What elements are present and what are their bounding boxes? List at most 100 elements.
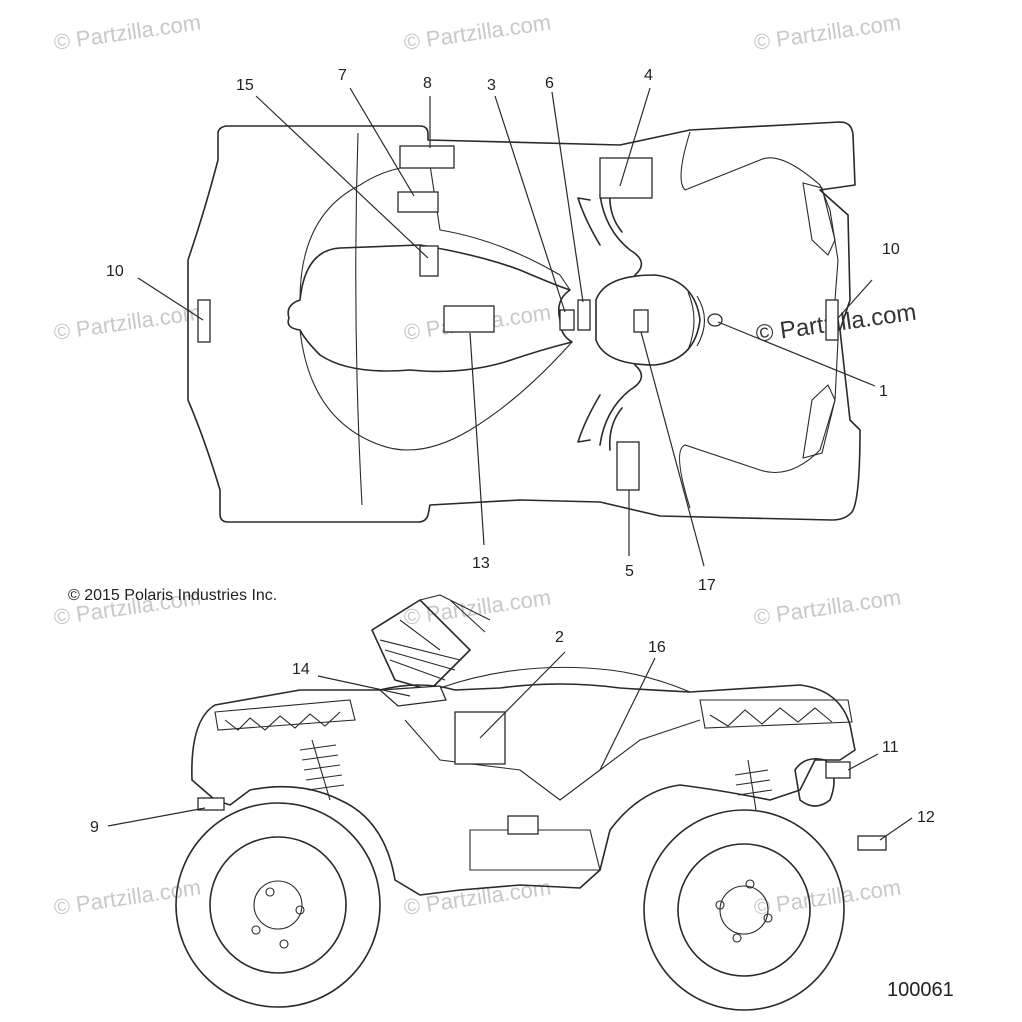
rear-shock (299, 739, 345, 801)
decal-7 (397, 191, 439, 213)
callout-11: 11 (882, 739, 899, 756)
front-shock (734, 759, 773, 811)
leader-7 (349, 87, 415, 197)
rear-lug (265, 887, 275, 897)
seat-rim (299, 164, 571, 301)
atv-side-view (175, 594, 887, 1011)
watermark-group: © Partzilla.com © Partzilla.com © Partzi… (52, 10, 918, 920)
decal-11 (825, 761, 851, 779)
leader-2 (479, 651, 566, 739)
rear-lug (279, 939, 289, 949)
decal-5 (616, 441, 640, 491)
leader-11 (847, 753, 879, 771)
leader-17 (640, 331, 705, 567)
watermark: © Partzilla.com (402, 585, 552, 630)
leader-10-front (837, 279, 873, 319)
headlight-lens (687, 291, 695, 351)
callout-10-rear: 10 (106, 263, 124, 280)
callout-9: 9 (90, 819, 99, 836)
rear-lug (295, 905, 305, 915)
callout-14: 14 (292, 661, 310, 678)
handlebar-upper (577, 189, 643, 276)
leader-13 (469, 332, 485, 546)
front-lug (763, 913, 773, 923)
callout-17: 17 (698, 577, 716, 594)
decal-1-rear-reflector (707, 313, 723, 327)
headlight-pod (595, 274, 701, 366)
decal-12 (857, 835, 887, 851)
leader-1 (717, 321, 876, 387)
callout-4: 4 (644, 67, 653, 84)
front-rack (699, 699, 853, 729)
leader-9 (107, 807, 206, 827)
callout-3: 3 (487, 77, 496, 94)
decal-17 (633, 309, 649, 333)
decal-side-footwell (507, 815, 539, 835)
front-tire (643, 809, 845, 1011)
decal-14 (378, 685, 447, 707)
watermark: © Partzilla.com (52, 10, 202, 55)
rear-lug (251, 925, 261, 935)
leader-6 (551, 91, 584, 303)
callout-8: 8 (423, 75, 432, 92)
leader-10-rear (137, 277, 204, 321)
leader-15 (255, 95, 429, 259)
watermark: © Partzilla.com (402, 10, 552, 55)
handlebar-grip (419, 594, 491, 633)
handlebar-lower (577, 364, 643, 451)
atv-top-view (187, 121, 861, 523)
leader-12 (879, 817, 913, 841)
callout-6: 6 (545, 75, 554, 92)
leader-14 (317, 675, 411, 697)
decal-10-front (825, 299, 839, 341)
callout-12: 12 (917, 809, 935, 826)
front-fender-edge (680, 131, 839, 301)
decal-6 (577, 299, 591, 331)
rear-rack-teeth (224, 711, 341, 731)
rear-tire (175, 802, 381, 1008)
watermark: © Partzilla.com (752, 10, 902, 55)
handlebar-assembly (371, 599, 471, 691)
handlebar-hatch (379, 619, 461, 681)
callout-10-front: 10 (882, 241, 900, 258)
callout-5: 5 (625, 563, 634, 580)
footwell (469, 829, 601, 871)
callout-2: 2 (555, 629, 564, 646)
callout-13: 13 (472, 555, 490, 572)
front-vent-upper (802, 182, 836, 256)
watermark: © Partzilla.com (752, 585, 902, 630)
front-rim (677, 843, 811, 977)
front-bumper (794, 757, 835, 807)
copyright-text: © 2015 Polaris Industries Inc. (68, 587, 277, 604)
leader-3 (494, 95, 566, 313)
rear-hub (253, 880, 303, 930)
leader-16 (599, 657, 656, 771)
rear-fender-outline (187, 121, 861, 523)
callout-7: 7 (338, 67, 347, 84)
decal-3 (559, 309, 575, 331)
callout-16: 16 (648, 639, 666, 656)
rear-fender-edge (355, 132, 363, 506)
decal-8 (399, 145, 455, 169)
side-panel-line (404, 719, 701, 801)
figure-number: 100061 (887, 979, 954, 1001)
front-fender-lower-edge (679, 339, 839, 509)
rear-rim (209, 836, 347, 974)
front-hub (719, 885, 769, 935)
decal-4 (599, 157, 653, 199)
front-lug (715, 900, 725, 910)
watermark: © Partzilla.com (402, 875, 552, 920)
top-callouts: 15 7 8 3 6 4 10 10 1 13 5 17 (106, 67, 900, 594)
watermark: © Partzilla.com (52, 875, 202, 920)
seat-outline (287, 244, 573, 373)
seat-rim-lower (299, 329, 573, 451)
rear-rack (214, 699, 356, 731)
leader-4 (619, 87, 651, 187)
front-lug (732, 933, 742, 943)
callout-15: 15 (236, 77, 254, 94)
side-callouts: 2 16 14 9 11 12 (90, 629, 935, 841)
decal-9 (197, 797, 225, 811)
front-vent-lower (802, 384, 836, 459)
